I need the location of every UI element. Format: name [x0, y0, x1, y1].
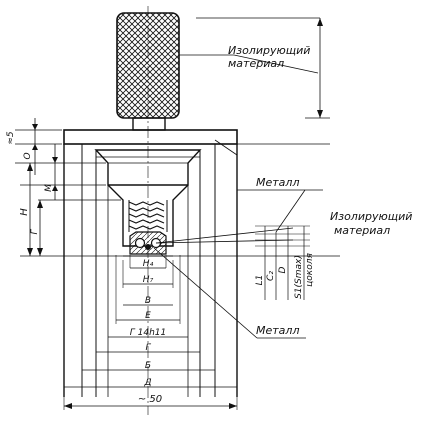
dim-approx50: ~ 50 [138, 394, 162, 405]
label-insulating-top: Изолирующий материал [228, 44, 310, 70]
dim-d: Д [143, 378, 151, 388]
dim-h4: Н₄ [143, 259, 154, 269]
contact-insert [123, 231, 173, 257]
left-dimensions [15, 118, 121, 256]
dim-g-cap: Г [145, 343, 151, 353]
label-insulating-right: Изолирующий материал [330, 210, 412, 237]
dim-cokolya: цоколя [305, 253, 315, 287]
knurled-handle [116, 12, 180, 119]
cap-body [63, 144, 238, 397]
dim-s5: ≈5 [6, 131, 16, 145]
flange [63, 129, 238, 145]
horizontal-dimensions [63, 255, 238, 410]
dim-h7: Н₇ [143, 275, 154, 285]
label-insulating-top-line2: материал [228, 57, 284, 70]
dim-e: Е [145, 311, 151, 321]
leader-lines [20, 17, 340, 339]
label-metal-upper: Металл [256, 176, 299, 189]
dim-o: О [23, 152, 33, 159]
dim-b: Б [145, 361, 151, 371]
label-insulating-top-line1: Изолирующий [228, 44, 310, 57]
dim-n: Н [19, 208, 30, 216]
label-insulating-right-line2: материал [334, 224, 390, 237]
dim-c2: C₂ [266, 271, 276, 281]
dim-l1: L1 [255, 275, 265, 286]
dim-s1: S1(Smax) [294, 255, 304, 299]
label-metal-lower: Металл [256, 324, 299, 337]
right-top-dimension [305, 18, 330, 119]
right-dimensions [255, 225, 310, 300]
dim-m: М [44, 184, 54, 192]
label-insulating-right-line1: Изолирующий [330, 210, 412, 223]
handle-neck [132, 117, 166, 131]
dim-i4h11: Г 14h11 [130, 328, 166, 338]
dim-d-right: D [278, 266, 288, 273]
dim-v: В [145, 296, 151, 306]
dim-g: Г [30, 229, 40, 235]
